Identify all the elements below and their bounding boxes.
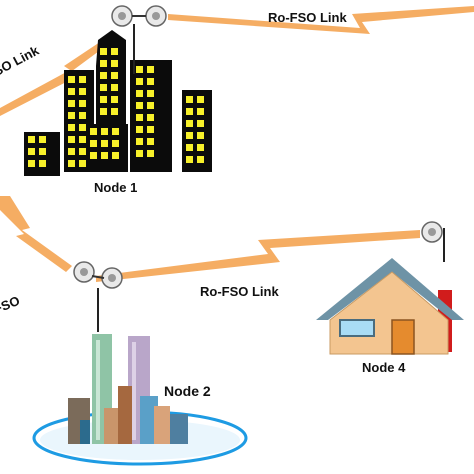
building-window — [68, 160, 75, 167]
building-window — [111, 72, 118, 79]
building-window — [186, 144, 193, 151]
building-window — [197, 144, 204, 151]
building-window — [101, 140, 108, 147]
building-window — [79, 124, 86, 131]
building-window — [111, 84, 118, 91]
building-window — [79, 76, 86, 83]
ro-fso-link-top-right — [168, 6, 474, 34]
building-window — [186, 132, 193, 139]
node4-antenna — [421, 221, 445, 262]
building-window — [100, 72, 107, 79]
node4-label: Node 4 — [362, 360, 406, 375]
building-window — [147, 126, 154, 133]
building-window — [112, 140, 119, 147]
building-window — [100, 60, 107, 67]
node1-label: Node 1 — [94, 180, 137, 195]
building-window — [79, 88, 86, 95]
building-window — [111, 108, 118, 115]
building-window — [136, 90, 143, 97]
node4-house — [316, 258, 464, 355]
link-label-left-mid: FSO — [0, 293, 22, 317]
building-window — [136, 126, 143, 133]
building-window — [28, 148, 35, 155]
building-window — [79, 100, 86, 107]
building-window — [28, 160, 35, 167]
building-window — [79, 160, 86, 167]
building-window — [100, 96, 107, 103]
building-window — [112, 128, 119, 135]
building-window — [197, 96, 204, 103]
building-window — [136, 138, 143, 145]
building-window — [186, 156, 193, 163]
building-window — [101, 152, 108, 159]
building-window — [147, 102, 154, 109]
building-window — [111, 60, 118, 67]
building-window — [100, 48, 107, 55]
link-label-top-left: FSO Link — [0, 42, 42, 82]
building-window — [79, 112, 86, 119]
building-window — [136, 102, 143, 109]
building-window — [147, 138, 154, 145]
building-window — [100, 84, 107, 91]
building-window — [39, 136, 46, 143]
building-window — [39, 160, 46, 167]
node2-city — [32, 334, 248, 466]
building-window — [197, 156, 204, 163]
node1-city — [24, 30, 212, 176]
building-window — [111, 96, 118, 103]
building-window — [90, 140, 97, 147]
fso-link-top-left — [0, 34, 114, 116]
building-window — [197, 108, 204, 115]
building-window — [147, 150, 154, 157]
building-window — [100, 108, 107, 115]
building-window — [90, 128, 97, 135]
house-roof — [316, 258, 464, 320]
building-window — [147, 66, 154, 73]
node2-label: Node 2 — [164, 383, 211, 399]
building-window — [68, 112, 75, 119]
building-window — [147, 114, 154, 121]
house-wall — [329, 271, 449, 355]
building-window — [101, 128, 108, 135]
building-window — [112, 152, 119, 159]
building-window — [68, 100, 75, 107]
fso-link-left-mid — [0, 196, 72, 272]
node2-antenna — [73, 261, 123, 332]
building-window — [68, 76, 75, 83]
building-window — [79, 136, 86, 143]
building-window — [186, 96, 193, 103]
building-window — [136, 66, 143, 73]
ro-fso-link-bottom — [96, 230, 420, 282]
house-window — [339, 319, 375, 337]
building-window — [147, 90, 154, 97]
building-window — [197, 132, 204, 139]
node1-antenna — [111, 5, 167, 74]
building-window — [68, 124, 75, 131]
building-window — [197, 120, 204, 127]
link-label-bottom: Ro-FSO Link — [200, 284, 279, 299]
building-window — [147, 78, 154, 85]
building-window — [28, 136, 35, 143]
building-window — [68, 148, 75, 155]
building-window — [79, 148, 86, 155]
building-window — [68, 88, 75, 95]
building-window — [39, 148, 46, 155]
building-window — [186, 120, 193, 127]
building-window — [136, 114, 143, 121]
link-label-top-right: Ro-FSO Link — [268, 10, 347, 25]
building-window — [68, 136, 75, 143]
building-window — [186, 108, 193, 115]
house-door — [391, 319, 415, 355]
building-window — [136, 150, 143, 157]
building-window — [136, 78, 143, 85]
building-window — [111, 48, 118, 55]
building-window — [90, 152, 97, 159]
